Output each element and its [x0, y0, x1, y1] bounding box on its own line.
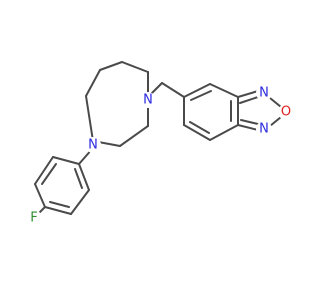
bond-furazan-4: [237, 124, 259, 131]
bond-fphenyl-double-1: [41, 163, 57, 185]
atom-n-furazan-top: N: [256, 85, 272, 101]
atom-label-n4: N: [259, 122, 269, 137]
bond-furazan-2: [269, 97, 282, 108]
bond-diazepane-4: [85, 69, 101, 97]
bond-fphenyl-double-3: [74, 168, 83, 189]
molecule-structure-diagram: N N N N O F: [26, 61, 294, 226]
bond-furazan-1b: [239, 96, 259, 104]
bonds-layer: [34, 61, 282, 215]
bond-diazepane-3: [99, 61, 123, 71]
bond-ch2-aryl: [161, 82, 185, 98]
atom-label-o1: O: [281, 105, 291, 120]
bond-diazepane-7: [119, 125, 149, 147]
bond-bzf-4: [209, 124, 239, 141]
bond-bzf-5: [183, 124, 211, 141]
bond-furazan-4b: [240, 119, 259, 125]
atom-n-furazan-bottom: N: [256, 121, 272, 137]
bond-c-f: [39, 206, 46, 213]
bond-fphenyl-5: [70, 189, 90, 215]
bond-fphenyl-4: [44, 206, 72, 215]
atom-n-diazepane-top: N: [140, 92, 156, 108]
bond-furazan-1: [237, 90, 259, 98]
bond-bzf-1: [183, 83, 211, 98]
bond-fphenyl-6: [78, 163, 90, 191]
bond-fphenyl-3: [34, 183, 46, 208]
atom-n-diazepane-bottom: N: [85, 137, 101, 153]
bond-fphenyl-2: [34, 156, 54, 185]
bond-bzf-2: [209, 83, 239, 98]
bond-diazepane-2: [121, 61, 149, 73]
bond-furazan-3: [269, 116, 282, 127]
bond-diazepane-5: [85, 95, 94, 142]
atom-label-n3: N: [259, 86, 269, 101]
atom-label-f1: F: [30, 211, 37, 226]
atoms-layer: N N N N O F: [26, 85, 294, 226]
atom-f: F: [26, 210, 42, 226]
bond-bzf-double-1: [190, 90, 212, 101]
bond-fphenyl-1: [52, 156, 80, 165]
atom-label-n2: N: [88, 138, 98, 153]
bond-fphenyl-double-2: [49, 201, 70, 208]
atom-label-n1: N: [143, 93, 153, 108]
bond-bzf-double-3: [189, 121, 210, 134]
atom-o-furazan: O: [278, 104, 294, 120]
